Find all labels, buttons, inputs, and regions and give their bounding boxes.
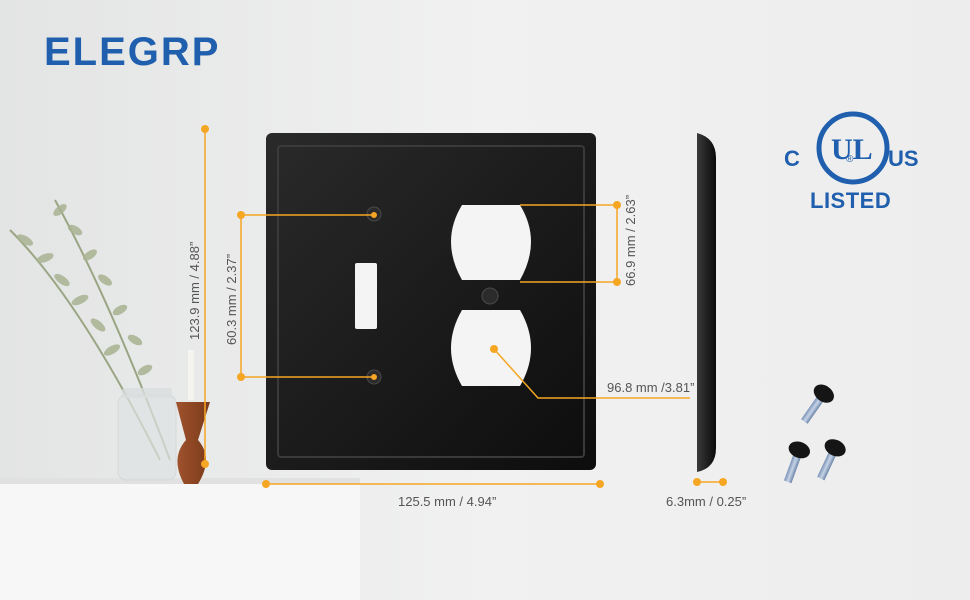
shelf xyxy=(0,478,360,600)
ul-us-letters: US xyxy=(888,146,919,171)
dimension-lines xyxy=(201,125,727,488)
brand-logo: ELEGRP xyxy=(44,30,221,74)
mounting-screws xyxy=(783,384,846,484)
toggle-opening xyxy=(355,263,377,329)
wall-plate xyxy=(266,133,596,470)
dim-thickness-label: 6.3mm / 0.25” xyxy=(666,494,747,509)
ul-logo xyxy=(816,111,890,185)
dim-width-label: 125.5 mm / 4.94” xyxy=(398,494,497,509)
center-screw xyxy=(481,287,499,305)
dim-outlet-spacing-label: 66.9 mm / 2.63” xyxy=(623,194,638,286)
plate-side-profile xyxy=(697,133,716,472)
dim-outlet-edge-label: 96.8 mm /3.81” xyxy=(607,380,695,395)
ul-certification: C US UL ® LISTED xyxy=(782,110,927,220)
ul-listed: LISTED xyxy=(810,188,892,213)
glass-jar xyxy=(117,388,177,481)
dim-screw-spacing-label: 60.3 mm / 2.37” xyxy=(224,253,239,345)
ul-mark: UL xyxy=(831,133,873,166)
dim-height-label: 123.9 mm / 4.88” xyxy=(187,241,202,340)
ul-c-letter: C xyxy=(784,146,800,171)
upper-outlet-opening xyxy=(451,205,531,280)
plant-decoration xyxy=(9,199,171,461)
ul-registered: ® xyxy=(846,154,854,165)
